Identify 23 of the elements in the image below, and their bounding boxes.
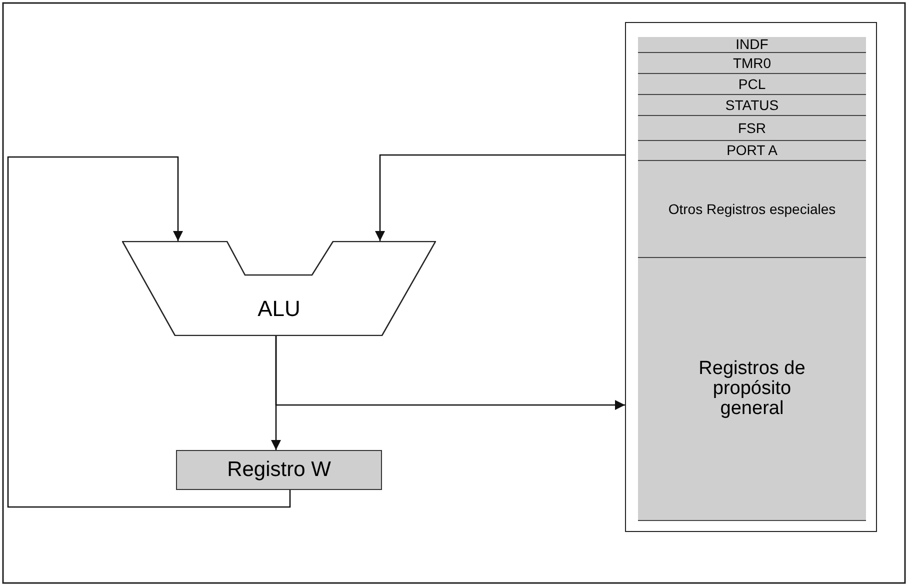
register-box [176,450,382,490]
register-label: TMR0 [732,56,772,70]
register-row [638,141,866,161]
register-label: INDF [736,37,768,52]
register-label: Registros de propósito general [698,359,806,419]
register-label: FSR [738,120,766,136]
arrow [275,336,625,410]
register-file-box [625,22,877,532]
arrow [7,156,291,508]
register-label: ALU [258,296,300,322]
register-label: PORT A [726,143,778,158]
register-label: PCL [738,76,766,92]
arrow [375,154,625,241]
register-label: STATUS [725,98,779,112]
register-row [638,116,866,141]
register-row [638,74,866,95]
register-row [638,95,866,116]
register-row [638,37,866,53]
register-row [638,161,866,258]
register-row [638,53,866,74]
register-row [638,258,866,521]
register-label: Otros Registros especiales [668,202,836,216]
register-label: Registro W [227,458,331,482]
